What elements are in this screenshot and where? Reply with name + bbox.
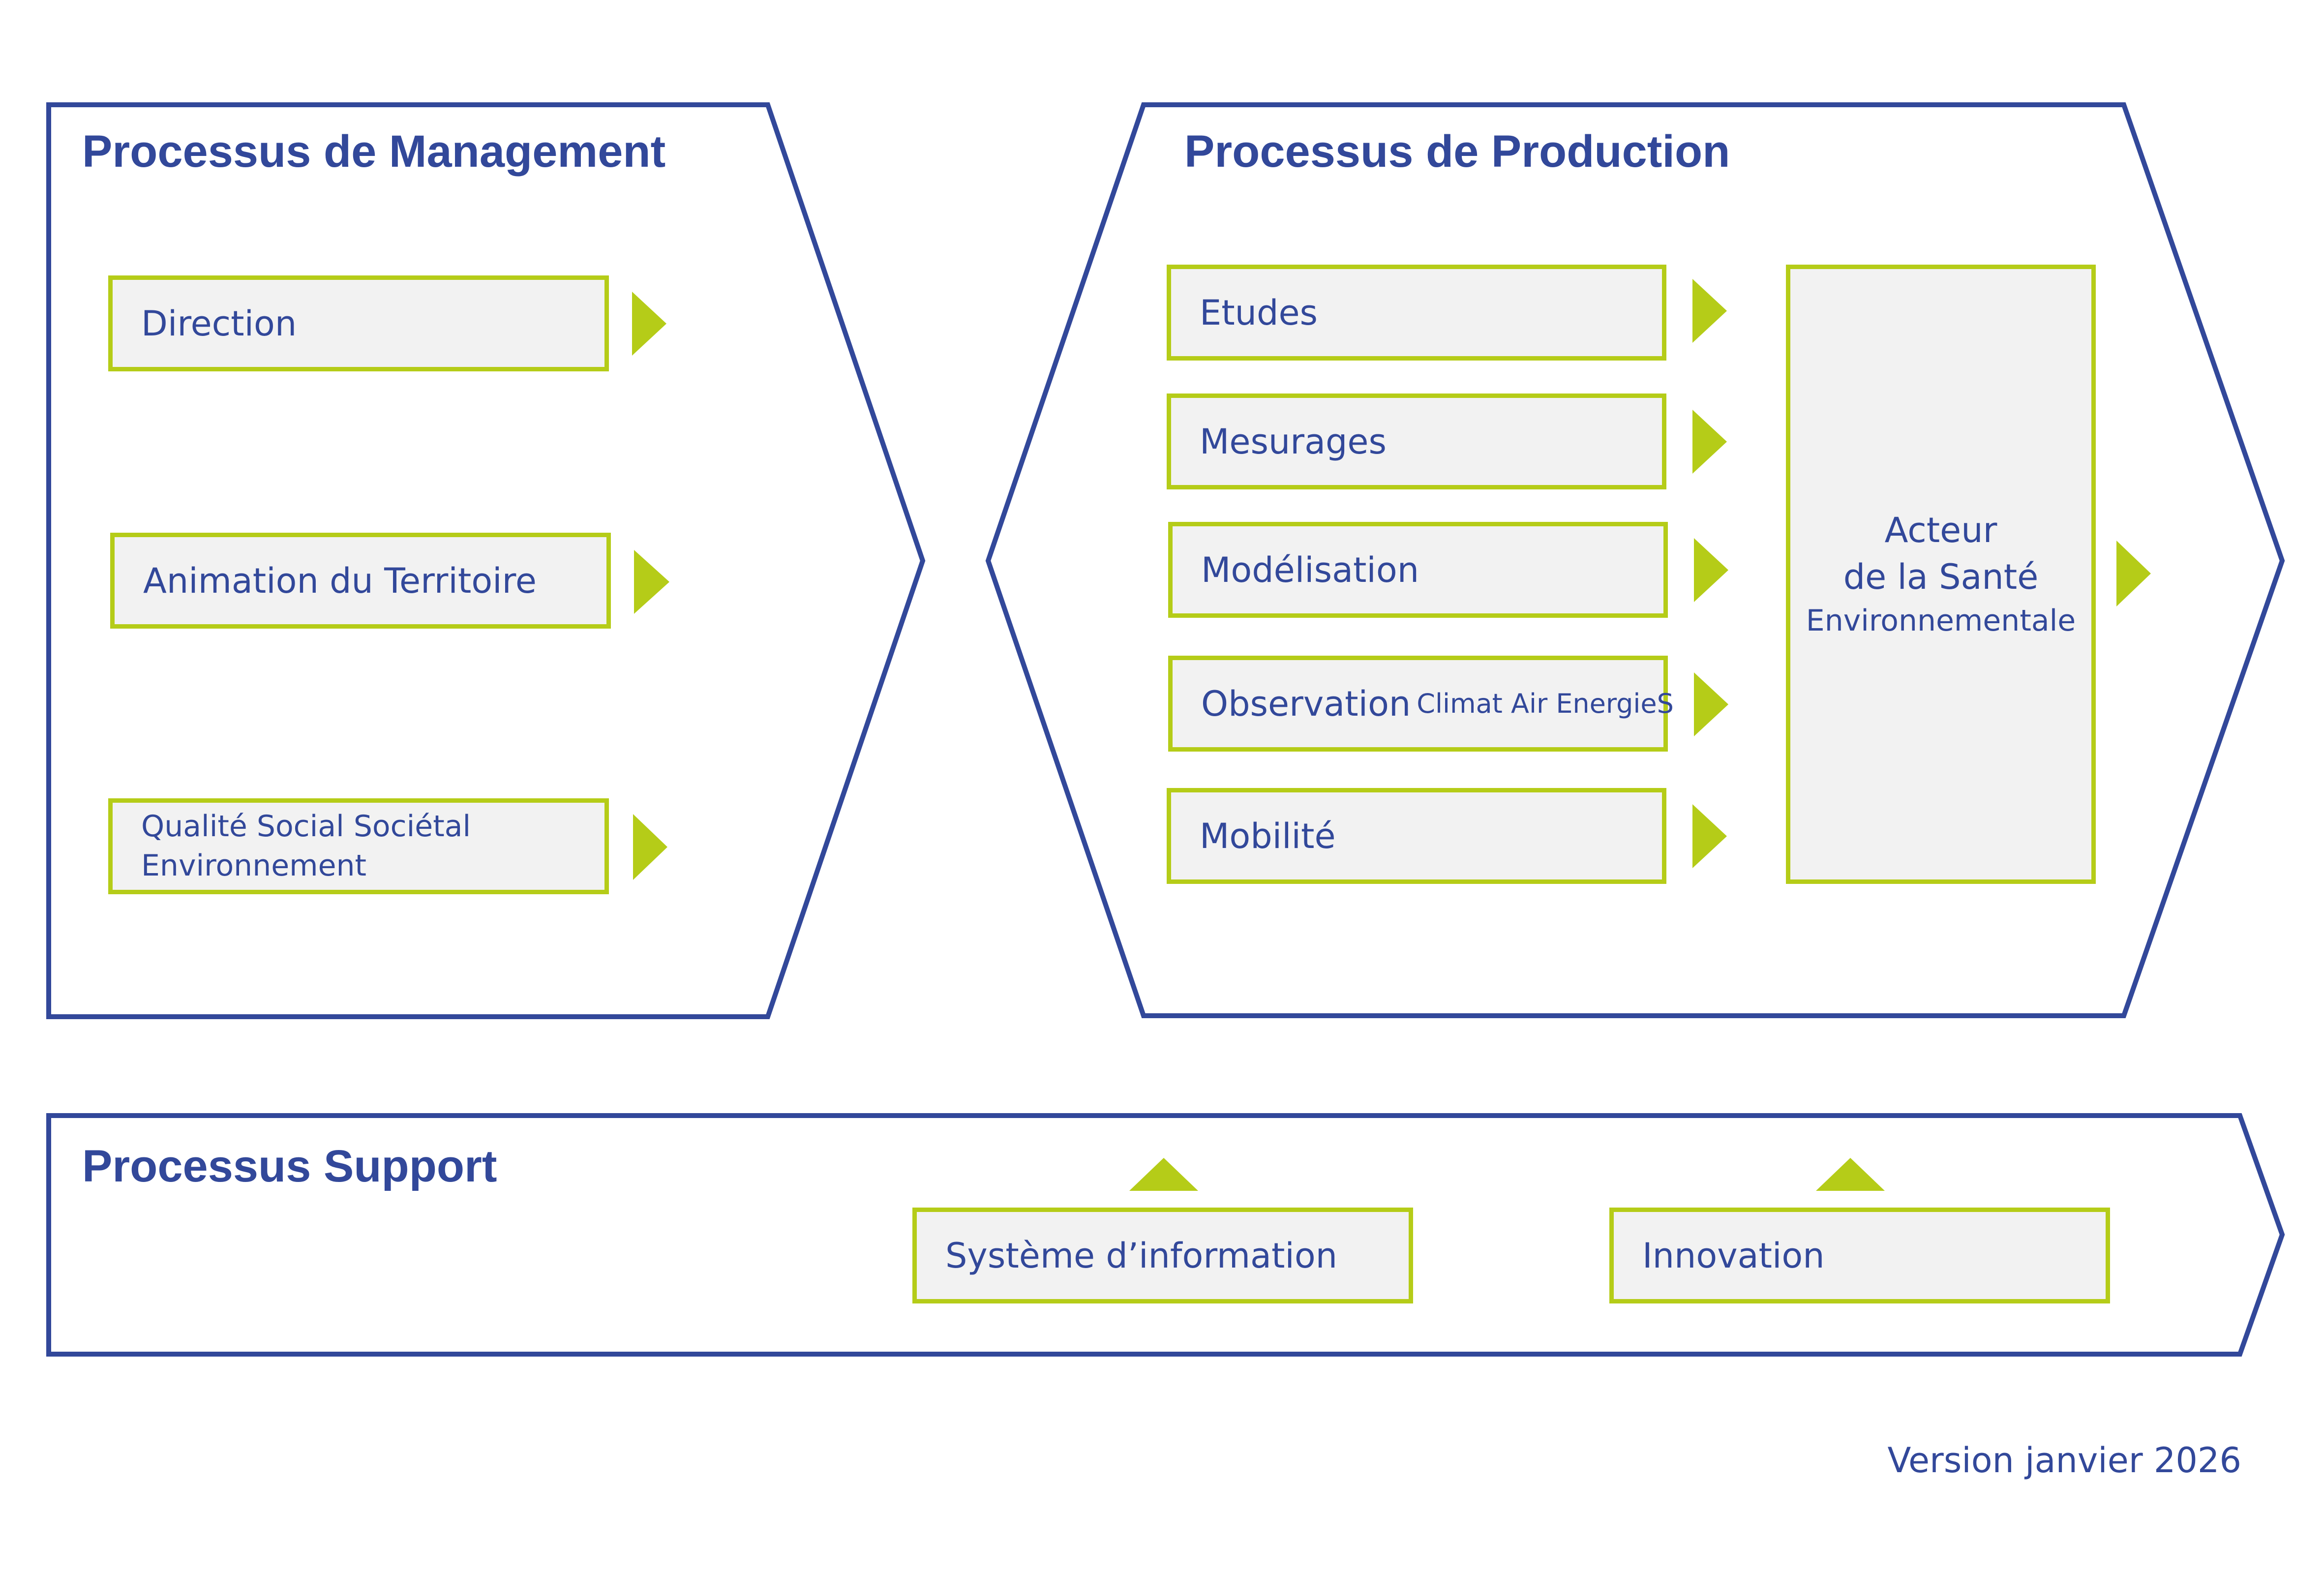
mobilite-arrow-icon bbox=[1692, 804, 1727, 868]
support-frame bbox=[46, 1113, 2285, 1357]
management-frame bbox=[46, 102, 926, 1019]
si-up-arrow-icon bbox=[1129, 1158, 1198, 1191]
innovation-label: Innovation bbox=[1642, 1235, 1825, 1276]
modelisation-label: Modélisation bbox=[1201, 549, 1419, 590]
production-title: Processus de Production bbox=[1184, 126, 1730, 177]
innovation-up-arrow-icon bbox=[1816, 1158, 1885, 1191]
systeme-information-box[interactable]: Système d’information bbox=[912, 1208, 1413, 1303]
acteur-line1: Acteur bbox=[1884, 510, 1997, 550]
mesurages-arrow-icon bbox=[1692, 410, 1727, 474]
acteur-line2: de la Santé bbox=[1843, 556, 2039, 597]
etudes-box[interactable]: Etudes bbox=[1167, 265, 1666, 361]
observation-box[interactable]: Observation Climat Air EnergieS bbox=[1168, 656, 1674, 752]
acteur-line3: Environnementale bbox=[1806, 604, 2076, 638]
systeme-information-label: Système d’information bbox=[945, 1235, 1338, 1276]
version-label: Version janvier 2026 bbox=[1887, 1440, 2241, 1481]
production-frame bbox=[985, 102, 2285, 1018]
etudes-label: Etudes bbox=[1200, 292, 1318, 333]
management-title: Processus de Management bbox=[82, 126, 666, 177]
support-title: Processus Support bbox=[82, 1141, 497, 1191]
animation-arrow-icon bbox=[634, 550, 669, 614]
acteur-sante-box[interactable]: Acteur de la Santé Environnementale bbox=[1786, 265, 2096, 884]
qualite-arrow-icon bbox=[633, 814, 667, 880]
direction-arrow-icon bbox=[632, 292, 666, 356]
acteur-arrow-icon bbox=[2116, 541, 2151, 606]
direction-box[interactable]: Direction bbox=[108, 275, 609, 371]
qualite-label-line1: Qualité Social Sociétal bbox=[141, 809, 471, 844]
etudes-arrow-icon bbox=[1692, 279, 1727, 343]
qualite-label-line2: Environnement bbox=[141, 848, 367, 883]
direction-label: Direction bbox=[141, 303, 297, 344]
mesurages-label: Mesurages bbox=[1200, 421, 1387, 462]
animation-territoire-label: Animation du Territoire bbox=[143, 560, 537, 601]
observation-sublabel: Climat Air EnergieS bbox=[1417, 688, 1674, 719]
mesurages-box[interactable]: Mesurages bbox=[1167, 394, 1666, 489]
innovation-box[interactable]: Innovation bbox=[1609, 1208, 2110, 1303]
observation-label: Observation bbox=[1201, 683, 1411, 724]
observation-arrow-icon bbox=[1694, 672, 1728, 736]
modelisation-box[interactable]: Modélisation bbox=[1168, 522, 1668, 618]
animation-territoire-box[interactable]: Animation du Territoire bbox=[110, 533, 611, 629]
qualite-box[interactable]: Qualité Social Sociétal Environnement bbox=[108, 798, 609, 894]
mobilite-label: Mobilité bbox=[1200, 816, 1336, 856]
modelisation-arrow-icon bbox=[1694, 538, 1728, 602]
mobilite-box[interactable]: Mobilité bbox=[1167, 788, 1666, 884]
